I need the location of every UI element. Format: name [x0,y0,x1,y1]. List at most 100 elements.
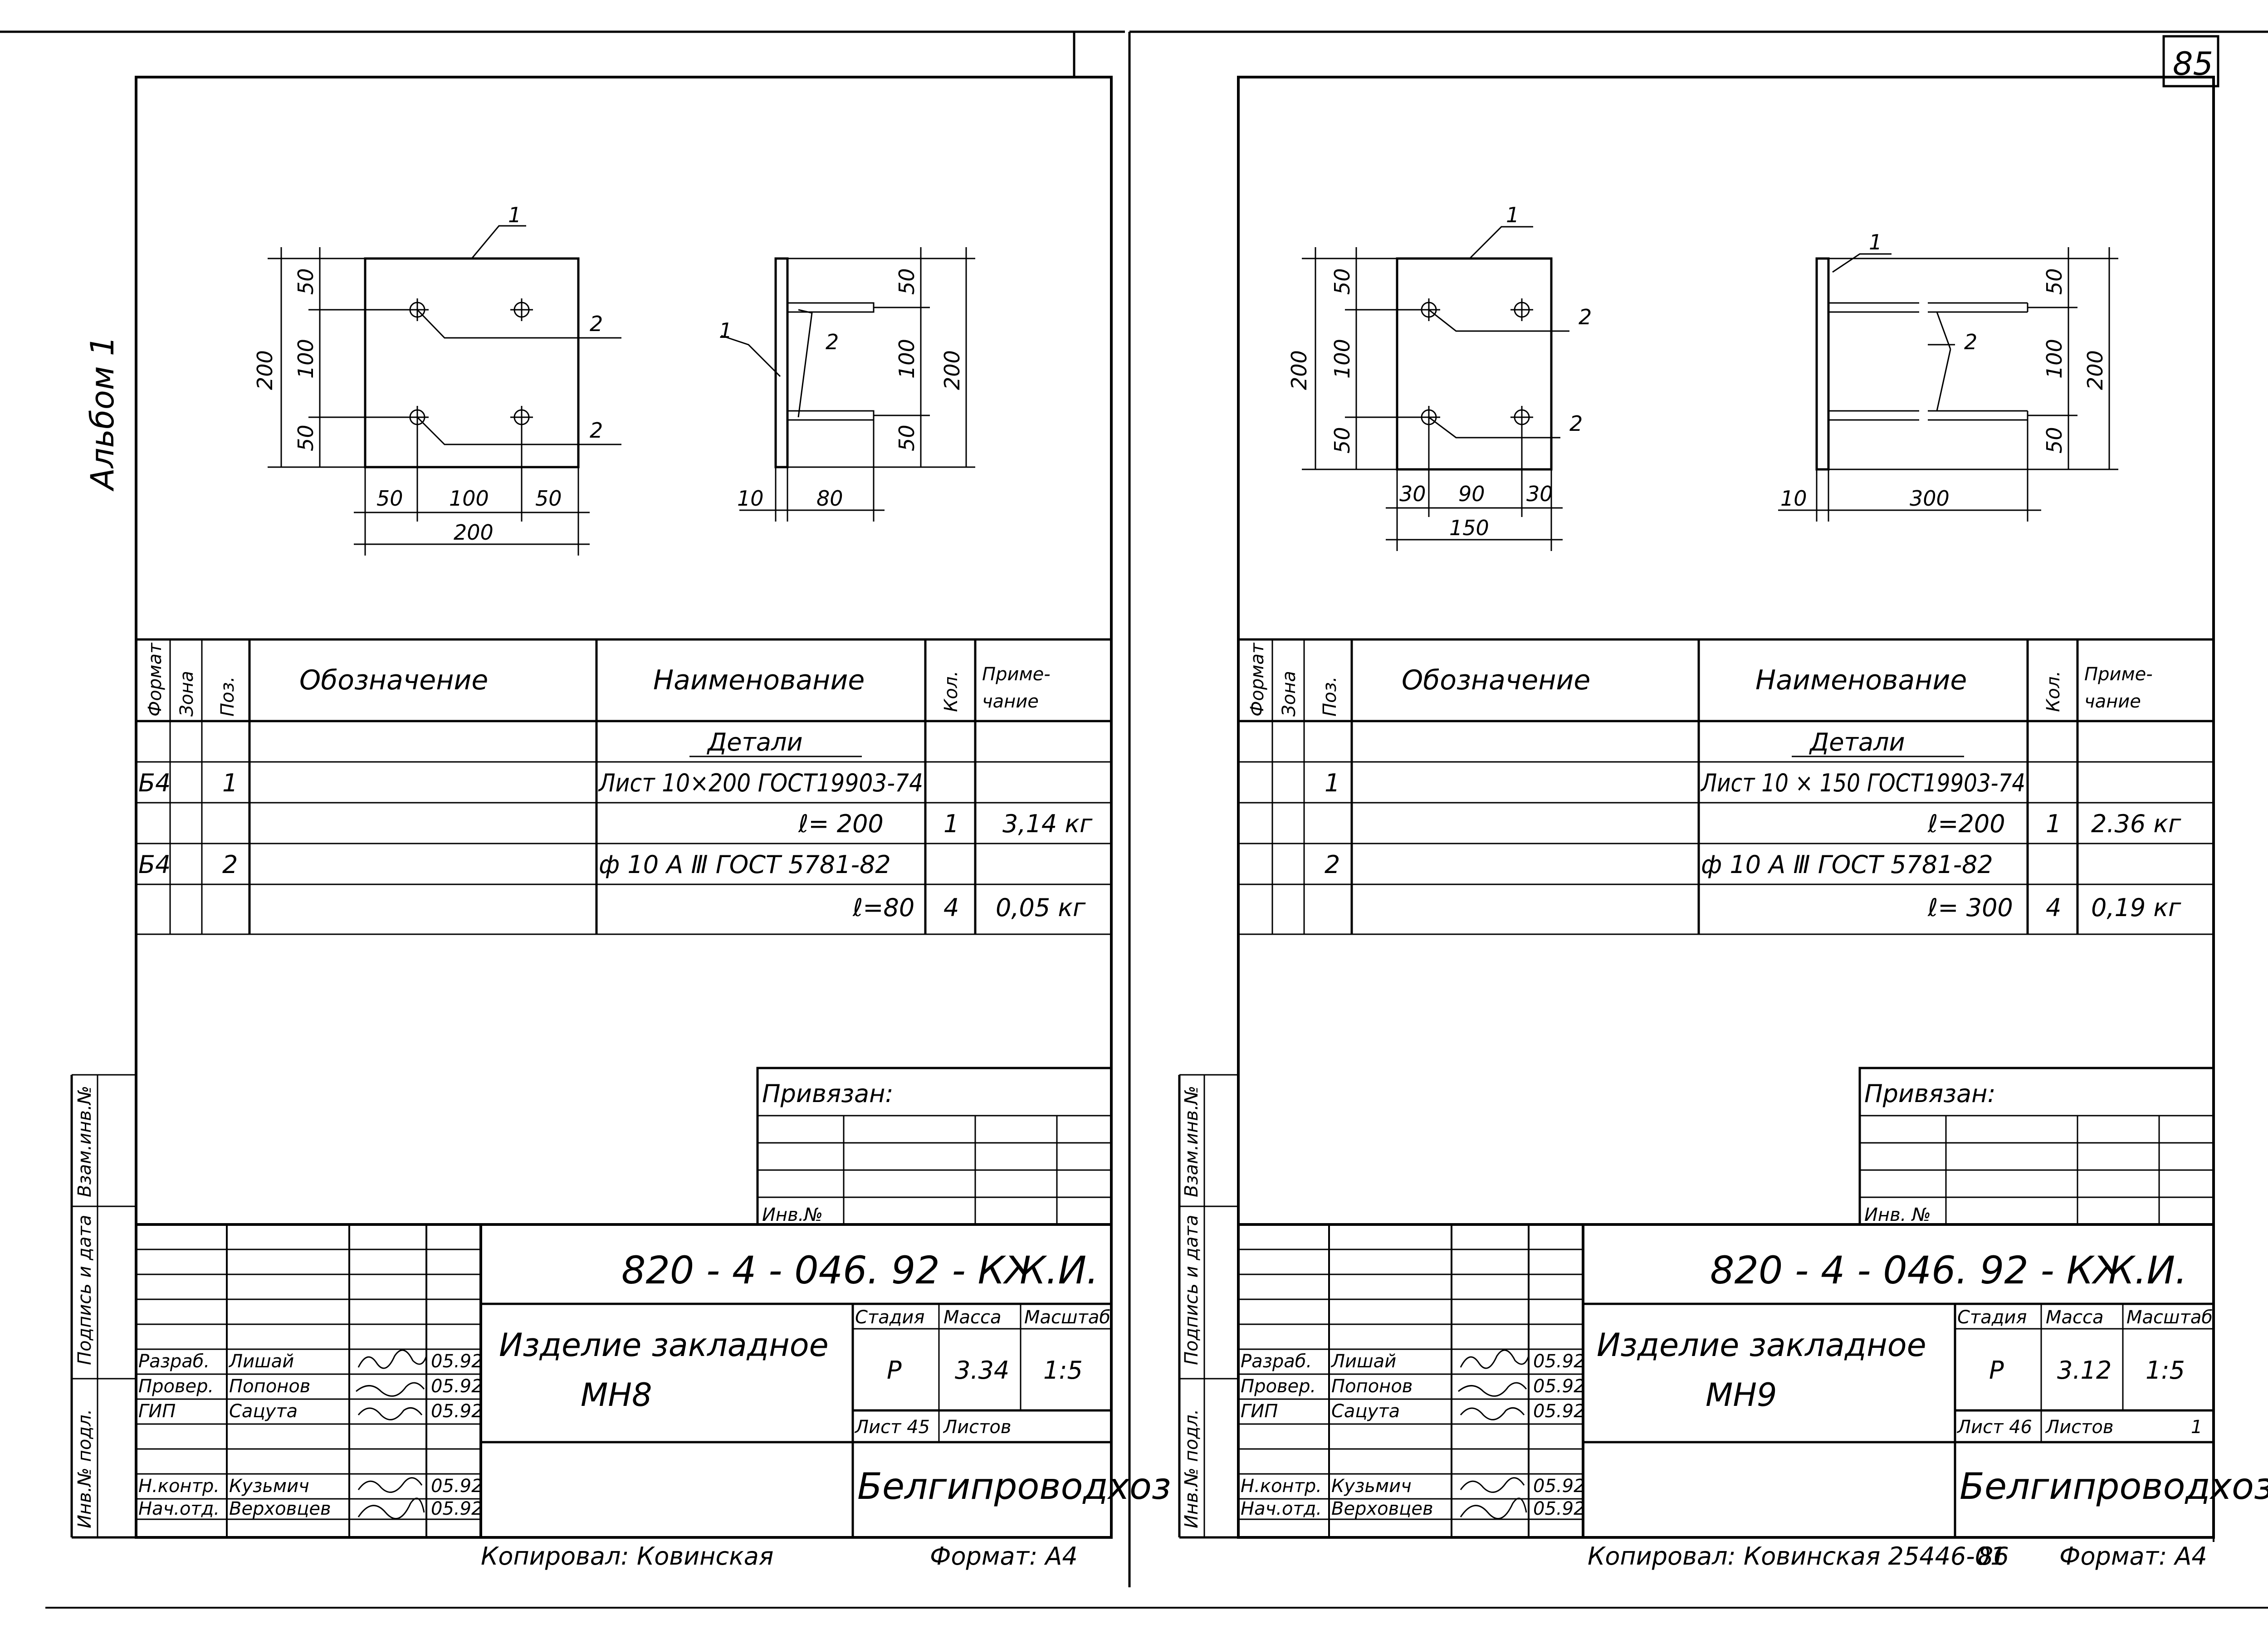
hdr-qty: Кол. [941,671,962,712]
scale-header: Масштаб [2126,1307,2213,1328]
format-label: Формат: А4 [930,1542,1078,1571]
row4-qty: 4 [943,893,959,922]
side-vertical-dims [1778,247,2118,522]
signer-role: Разраб. [138,1351,210,1372]
signer-name: Сацута [229,1401,298,1422]
side-label-pos1: 1 [1869,230,1882,254]
inv-no-label: Инв. № [1864,1205,1931,1225]
dim-w-left: 50 [376,486,403,511]
privyazan-label: Привязан: [762,1079,894,1108]
signature [357,1407,423,1420]
signer-name: Кузьмич [1331,1476,1412,1497]
hdr-pos: Поз. [1320,676,1340,717]
sheets-label: Листов [943,1417,1011,1438]
mass-header: Масса [943,1307,1002,1328]
side-dim-thk: 10 [737,486,764,511]
hdr-name: Наименование [653,664,865,696]
side-label-pos2: 2 [1964,330,1977,354]
stud-bar [787,410,875,421]
side-label-inv-podl: Инв.№ подл. [1181,1409,1202,1528]
row3-pos: 2 [1325,850,1340,879]
row2-note: 3,14 кг [1002,810,1093,838]
scale-value: 1:5 [2146,1356,2185,1385]
leader-pos2b [416,416,621,445]
signer-role: ГИП [138,1401,176,1422]
signature [1460,1477,1525,1493]
sheet-label: Лист 46 [1956,1417,2032,1438]
row2-qty: 1 [943,810,959,838]
side-label-podpis: Подпись и дата [74,1215,95,1365]
doc-code: 820 - 4 - 046. 92 - КЖ.И. [621,1248,1099,1293]
hole-cross [1418,298,1533,429]
leader-pos2a [416,309,621,339]
dim-h-total: 200 [253,350,277,390]
signer-date: 05.92 [1533,1376,1585,1397]
signer-date: 05.92 [1533,1351,1585,1372]
copied-by: Копировал: Ковинская 25446-01 [1588,1542,2006,1571]
row4-note: 0,19 кг [2091,893,2181,922]
leader-side [721,309,813,418]
stage-value: Р [887,1356,902,1385]
side-label-vzam: Взам.инв.№ [74,1086,95,1197]
side-dim-mid: 100 [2042,339,2067,379]
dim-h-mid: 100 [293,339,318,379]
detail-plan-view: 1 2 2 200 50 100 50 [1287,203,1592,551]
plate-outline [1396,257,1553,471]
plan-horizontal-dims [354,417,590,556]
side-dim-len: 300 [1910,486,1950,511]
side-label-pos2: 2 [826,330,839,354]
signature [1460,1407,1525,1420]
detail-plan-view: 1 2 2 200 50 100 50 [253,203,621,556]
side-label-pos1: 1 [719,318,732,343]
side-dim-mid: 100 [894,339,919,379]
plate-edge [774,257,789,468]
signer-name: Кузьмич [229,1476,309,1497]
label-pos2a: 2 [590,312,603,336]
signer-role: Разраб. [1241,1351,1312,1372]
signer-role: Провер. [1241,1376,1316,1397]
scale-value: 1:5 [1043,1356,1083,1385]
product-code: МН8 [581,1376,652,1414]
signer-name: Верховцев [229,1498,331,1519]
section-title: Детали [1809,728,1905,756]
product-code: МН9 [1706,1376,1777,1414]
hdr-pos: Поз. [217,676,238,717]
side-dim-bot: 50 [894,424,919,451]
dim-h-bot: 50 [1330,427,1354,454]
row4-note: 0,05 кг [996,893,1086,922]
side-label-inv-podl: Инв.№ подл. [74,1409,95,1528]
dim-h-top: 50 [1330,268,1354,295]
label-pos2a: 2 [1579,305,1592,329]
spec-table [136,638,1111,935]
signer-role: Нач.отд. [138,1498,220,1519]
signer-date: 05.92 [431,1498,483,1519]
signature-scribbles [356,1349,427,1520]
hdr-note-line: Приме- [2084,664,2153,685]
side-vertical-dims [739,247,975,522]
signer-name: Верховцев [1331,1498,1433,1519]
signer-role: Нач.отд. [1241,1498,1322,1519]
sheet-right: Взам.инв.№ Подпись и дата Инв.№ подл. 1 … [1178,76,2268,1571]
hdr-designation: Обозначение [1402,664,1590,696]
page-number-box [2162,35,2219,88]
side-dim-top: 50 [894,268,919,295]
hdr-zone: Зона [176,671,197,717]
org-name: Белгипроводхоз [1960,1465,2268,1507]
section-title: Детали [707,728,803,756]
leader-side [1832,253,1955,411]
signer-rows: Разраб. Лишай 05.92 Провер. Попонов 05.9… [1241,1351,1585,1519]
signer-date: 05.92 [431,1376,483,1397]
dim-h-top: 50 [293,268,318,295]
spec-rows: 1 Лист 10 × 150 ГОСТ19903-74 ℓ=200 1 2.3… [1325,769,2181,922]
signature [357,1497,425,1520]
plate-outline [364,257,580,468]
signer-name: Попонов [229,1376,310,1397]
spec-table [1238,638,2214,935]
inv-no-label: Инв.№ [762,1205,823,1225]
copied-by: Копировал: Ковинская [481,1542,773,1571]
row3-format: Б4 [138,850,171,879]
org-name: Белгипроводхоз [857,1465,1171,1507]
signer-role: Н.контр. [138,1476,220,1497]
dim-w-right: 50 [535,486,562,511]
stage-header: Стадия [855,1307,924,1328]
